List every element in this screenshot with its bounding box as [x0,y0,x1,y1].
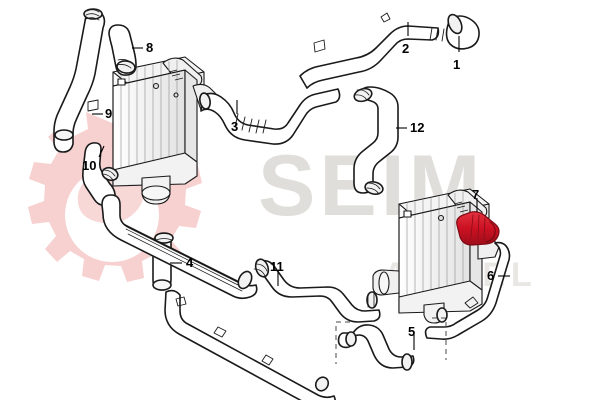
callout-leaders [92,22,510,350]
connector-7-red-sleeve [456,211,500,246]
hose-2-upper-charge-pipe [299,12,445,89]
hose-8-short-elbow [108,24,137,76]
hose-6-right-lower [424,241,511,340]
dashed-brackets [335,317,447,364]
hose-11-lower-crossover [253,258,381,323]
intercooler-left [112,56,222,205]
callout-label-9: 9 [105,106,113,121]
callout-label-12: 12 [410,120,425,135]
hose-3-ribbed-connector [199,88,341,145]
leader-10 [98,145,105,158]
lower-rail-tube [101,194,258,300]
callout-label-3: 3 [231,119,239,134]
callout-label-8: 8 [146,40,154,55]
callout-label-5: 5 [408,324,416,339]
callout-label-10: 10 [82,158,97,173]
hose-12-s-bend-upper [353,86,399,195]
hose-9-tall-riser [53,8,106,153]
bracket-near-5-right [432,317,447,360]
hose-5-s-bend-lower [337,324,415,371]
intercooler-right [372,188,500,324]
hose-1-outlet-pipe [445,13,480,50]
callout-label-1: 1 [453,57,461,72]
lower-long-hose [164,289,336,400]
callout-label-4: 4 [186,255,194,270]
callout-label-2: 2 [402,41,410,56]
callout-label-7: 7 [472,187,480,202]
callout-label-6: 6 [487,268,495,283]
bracket-near-5-left [335,321,350,364]
callout-label-11: 11 [270,259,284,274]
